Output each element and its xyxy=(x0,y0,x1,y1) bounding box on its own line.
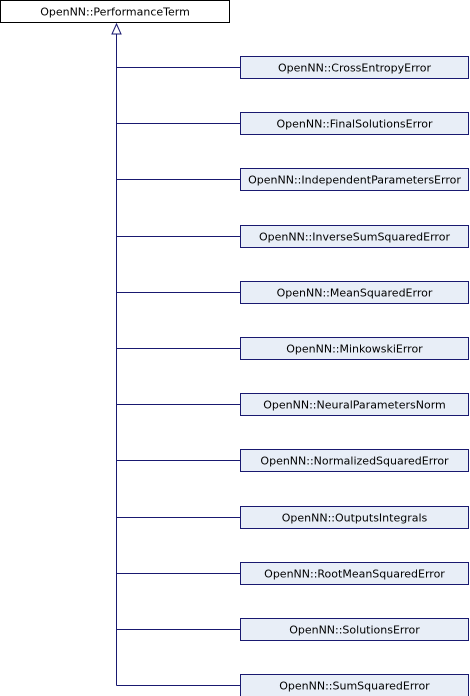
derived-class-box xyxy=(240,393,469,416)
derived-class-label: OpenNN::SolutionsError xyxy=(289,624,420,637)
derived-class-node[interactable]: OpenNN::NeuralParametersNorm xyxy=(240,393,469,416)
derived-class-box xyxy=(240,618,469,641)
derived-class-node[interactable]: OpenNN::InverseSumSquaredError xyxy=(240,225,469,248)
derived-class-box xyxy=(240,506,469,529)
derived-class-node[interactable]: OpenNN::NormalizedSquaredError xyxy=(240,449,469,472)
derived-class-node[interactable]: OpenNN::OutputsIntegrals xyxy=(240,506,469,529)
derived-class-box xyxy=(240,674,469,696)
derived-class-node[interactable]: OpenNN::IndependentParametersError xyxy=(240,168,469,191)
derived-class-label: OpenNN::OutputsIntegrals xyxy=(282,512,428,525)
derived-class-label: OpenNN::MinkowskiError xyxy=(286,343,423,356)
inheritance-edges xyxy=(111,22,241,686)
derived-class-node[interactable]: OpenNN::SumSquaredError xyxy=(240,674,469,696)
base-class-label: OpenNN::PerformanceTerm xyxy=(40,6,190,19)
derived-class-label: OpenNN::MeanSquaredError xyxy=(277,287,433,300)
derived-class-box xyxy=(240,168,469,191)
derived-class-label: OpenNN::FinalSolutionsError xyxy=(277,118,433,131)
derived-class-box xyxy=(240,562,469,585)
derived-class-box xyxy=(240,56,469,79)
derived-class-label: OpenNN::IndependentParametersError xyxy=(248,174,461,187)
derived-class-label: OpenNN::NormalizedSquaredError xyxy=(260,455,449,468)
derived-class-label: OpenNN::CrossEntropyError xyxy=(278,62,431,75)
derived-class-node[interactable]: OpenNN::MeanSquaredError xyxy=(240,281,469,304)
derived-class-node[interactable]: OpenNN::RootMeanSquaredError xyxy=(240,562,469,585)
derived-class-node[interactable]: OpenNN::MinkowskiError xyxy=(240,337,469,360)
derived-class-box xyxy=(240,449,469,472)
derived-class-node[interactable]: OpenNN::SolutionsError xyxy=(240,618,469,641)
derived-class-node[interactable]: OpenNN::FinalSolutionsError xyxy=(240,112,469,135)
derived-class-box xyxy=(240,281,469,304)
base-class-node[interactable]: OpenNN::PerformanceTerm xyxy=(0,0,230,23)
inheritance-arrowhead xyxy=(111,22,122,35)
derived-class-label: OpenNN::SumSquaredError xyxy=(279,680,430,693)
derived-class-box xyxy=(240,337,469,360)
derived-class-label: OpenNN::RootMeanSquaredError xyxy=(264,568,445,581)
derived-class-box xyxy=(240,112,469,135)
derived-class-node[interactable]: OpenNN::CrossEntropyError xyxy=(240,56,469,79)
derived-class-label: OpenNN::NeuralParametersNorm xyxy=(263,399,446,412)
derived-class-label: OpenNN::InverseSumSquaredError xyxy=(259,231,450,244)
base-class-box xyxy=(0,0,230,23)
derived-class-box xyxy=(240,225,469,248)
